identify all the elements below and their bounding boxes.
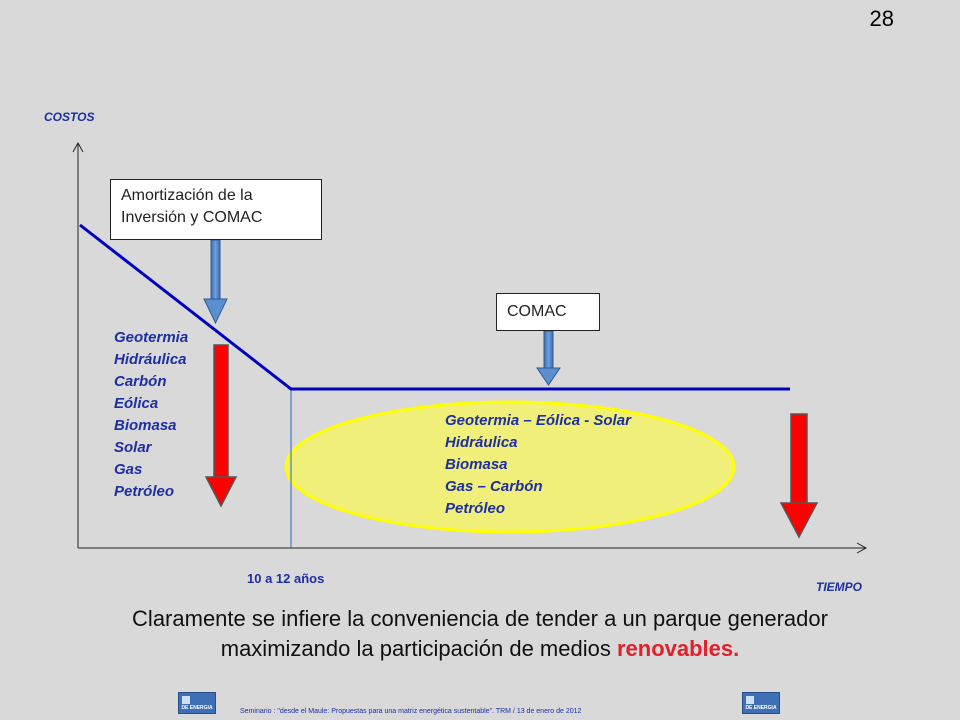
- comac-arrow: [536, 330, 561, 386]
- later-source-item: Gas – Carbón: [445, 478, 543, 495]
- conclusion-line-2-prefix: maximizando la participación de medios: [220, 636, 617, 661]
- later-source-item: Petróleo: [445, 500, 506, 517]
- early-source-item: Hidráulica: [114, 351, 187, 368]
- later-source-item: Geotermia – Eólica - Solar: [445, 412, 631, 429]
- early-source-item: Gas: [114, 461, 143, 478]
- conclusion-text: Claramente se infiere la conveniencia de…: [40, 604, 920, 664]
- renewables-ellipse: [284, 400, 736, 534]
- y-axis-arrowhead: [72, 141, 84, 153]
- energy-ministry-logo-left: DE ENERGIA: [178, 692, 216, 714]
- logo-text: DE ENERGIA: [745, 705, 777, 711]
- logo-mark: [746, 696, 754, 704]
- footer-text: Seminario : "desde el Maule: Propuestas …: [240, 708, 582, 715]
- x-axis-label: TIEMPO: [816, 580, 863, 594]
- early-sources-list: Geotermia Hidráulica Carbón Eólica Bioma…: [114, 327, 188, 503]
- cost-reduction-arrow-left: [204, 344, 238, 508]
- conclusion-line-1: Claramente se infiere la conveniencia de…: [132, 606, 828, 631]
- logo-mark: [182, 696, 190, 704]
- x-axis-arrowhead: [856, 542, 868, 554]
- y-axis-label: COSTOS: [44, 110, 95, 124]
- logo-text: DE ENERGIA: [181, 705, 213, 711]
- early-source-item: Biomasa: [114, 417, 177, 434]
- amortization-arrow: [203, 239, 228, 325]
- early-source-item: Solar: [114, 439, 152, 456]
- slide-number: 28: [869, 6, 894, 31]
- period-label: 10 a 12 años: [247, 571, 325, 586]
- later-source-item: Hidráulica: [445, 434, 518, 451]
- amortization-callout-line-1: Amortización de la: [121, 187, 253, 204]
- amortization-callout-line-2: Inversión y COMAC: [121, 209, 263, 226]
- cost-line: [79, 223, 790, 391]
- later-source-item: Biomasa: [445, 456, 508, 473]
- early-source-item: Eólica: [114, 395, 159, 412]
- early-source-item: Petróleo: [114, 483, 175, 500]
- later-sources-list: Geotermia – Eólica - Solar Hidráulica Bi…: [445, 410, 631, 520]
- conclusion-highlight: renovables.: [616, 636, 740, 661]
- early-source-item: Carbón: [114, 373, 167, 390]
- amortization-callout: Amortización de la Inversión y COMAC: [110, 179, 322, 240]
- comac-callout: COMAC: [496, 293, 600, 331]
- energy-ministry-logo-right: DE ENERGIA: [742, 692, 780, 714]
- conclusion-line-2: maximizando la participación de medios r…: [40, 634, 920, 664]
- early-source-item: Geotermia: [114, 329, 189, 346]
- cost-reduction-arrow-right: [779, 413, 819, 539]
